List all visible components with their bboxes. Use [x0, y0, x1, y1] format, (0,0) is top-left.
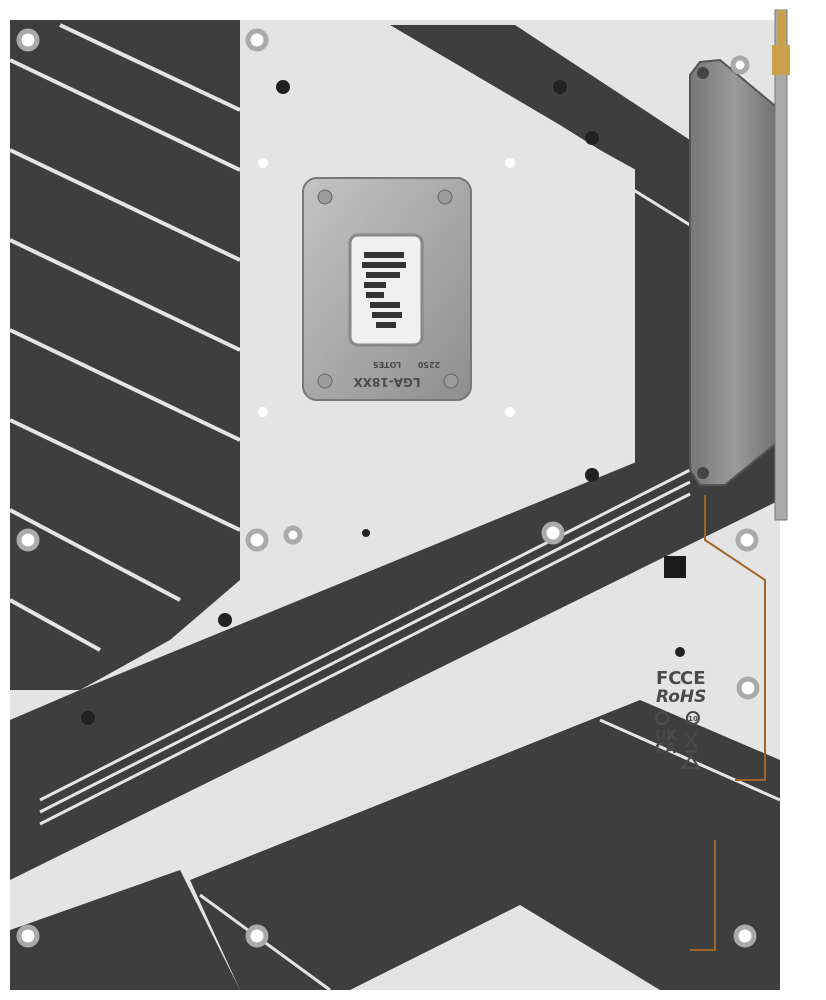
copper-traces	[690, 495, 766, 951]
fcc-logo: FC	[656, 668, 682, 689]
rohs-logo: RoHS	[656, 687, 706, 707]
recycle-mark: 10	[688, 715, 698, 723]
code-marking: 2250	[417, 360, 440, 369]
dark-pattern	[10, 20, 780, 990]
vrm-heatsink	[689, 9, 790, 521]
ukca-line1: UK	[655, 728, 678, 744]
screws	[81, 80, 685, 725]
chip	[664, 556, 686, 578]
white-vias	[258, 158, 515, 417]
socket-marking: LGA-18XX	[353, 375, 421, 389]
mounting-holes	[16, 28, 760, 948]
antenna-connector	[772, 45, 790, 75]
ce-logo: CE	[680, 668, 706, 689]
ukca-line2: CA	[655, 741, 676, 757]
certification-marks: FC CE RoHS 10 UK CA	[655, 668, 706, 769]
cpu-backplate: LOTES 2250 LGA-18XX	[302, 177, 472, 401]
lotes-marking: LOTES	[373, 360, 402, 369]
